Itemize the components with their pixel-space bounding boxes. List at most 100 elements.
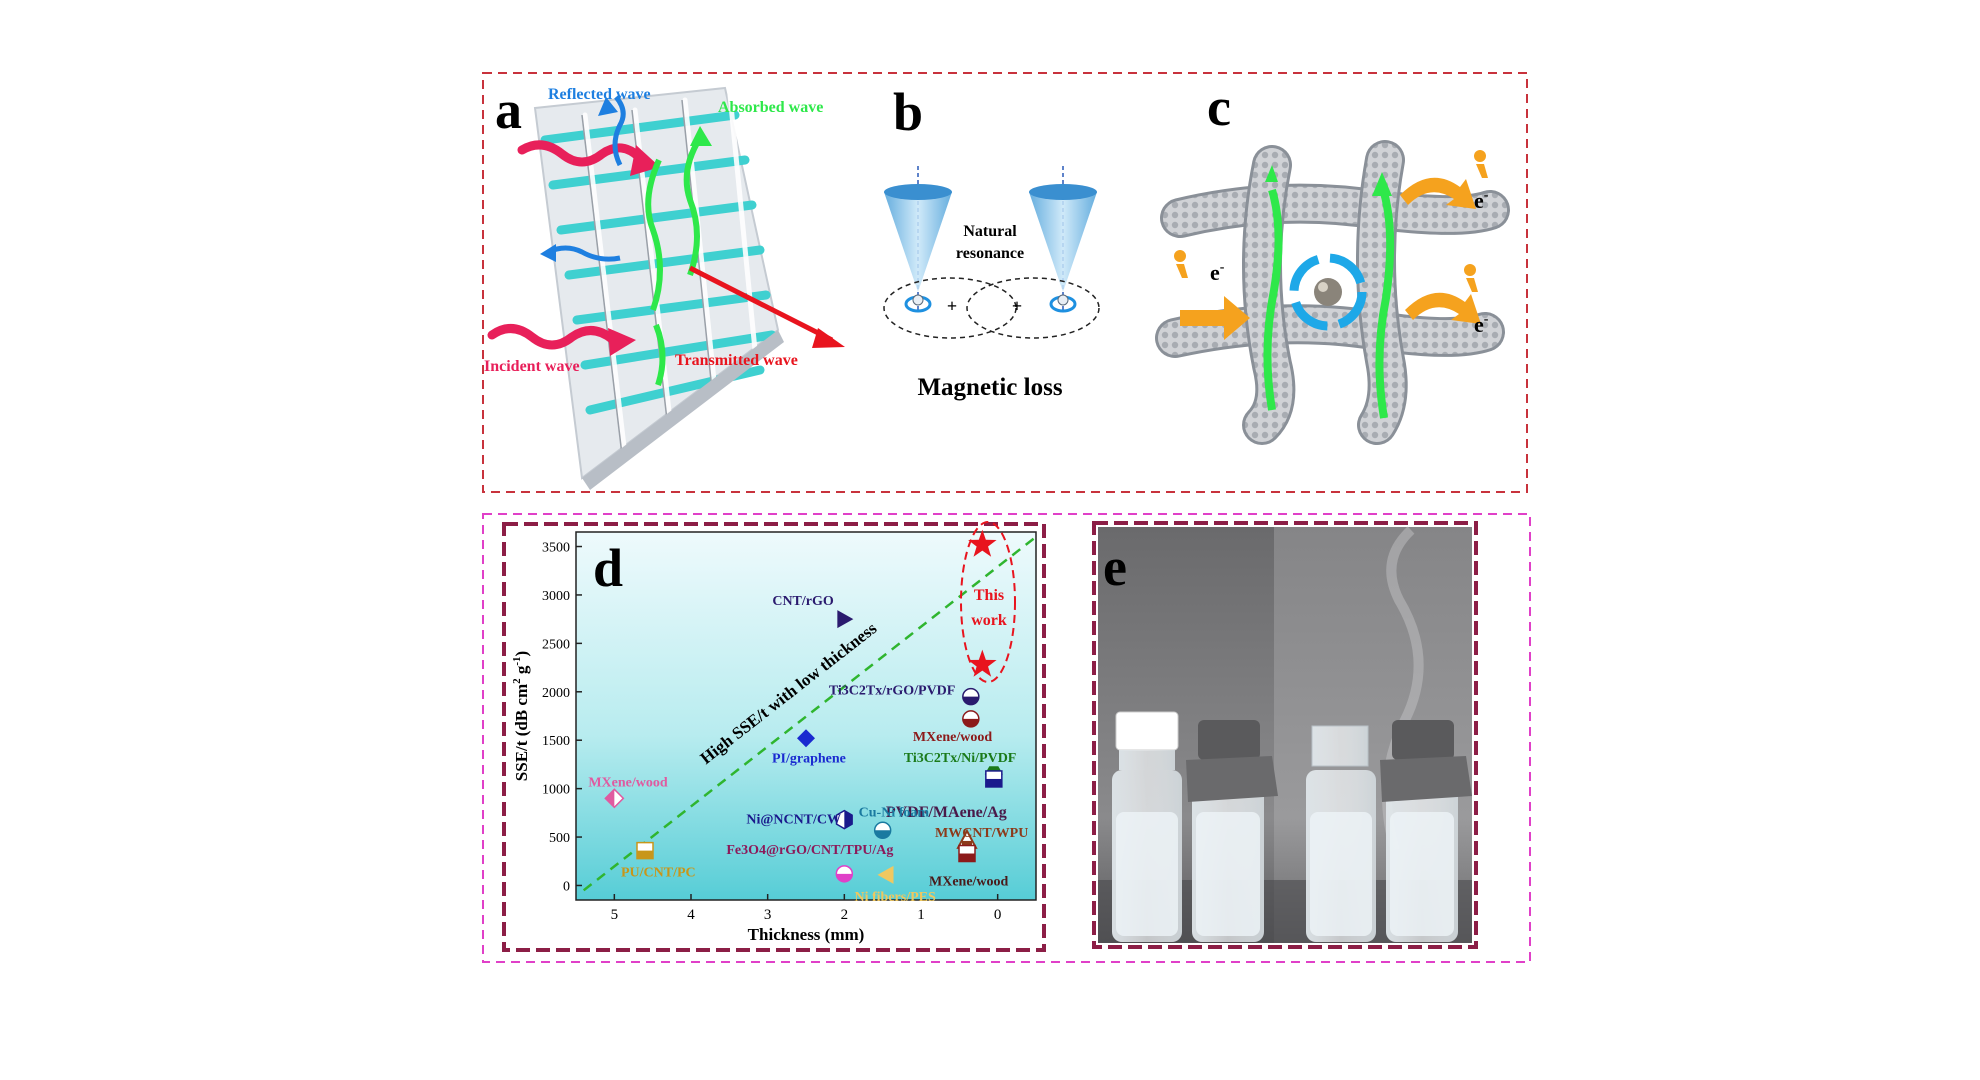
transmitted-wave-label: Transmitted wave — [675, 352, 798, 369]
data-point — [877, 865, 894, 884]
data-point — [835, 809, 853, 830]
current-arrow-left-head — [1265, 165, 1278, 182]
running-person-icons — [1174, 150, 1488, 292]
x-axis-label: Thickness (mm) — [748, 925, 865, 944]
x-tick-label: 3 — [764, 907, 772, 923]
vial-3-uncapped — [1306, 725, 1376, 942]
current-arrow-right-head — [1372, 172, 1392, 196]
panel-b: b + + Natural resonance Magnetic loss — [883, 82, 1100, 401]
x-tick-label: 2 — [841, 907, 849, 923]
reflected-wave-lower-arrow — [546, 245, 621, 262]
data-point — [985, 770, 1003, 788]
data-point-label: Ni fibers/PES — [855, 890, 936, 905]
incident-wave-lower-arrow — [487, 324, 617, 350]
data-point-label: MXene/wood — [588, 775, 668, 790]
absorbed-wave-arrow-2 — [683, 136, 703, 276]
y-axis-label: SSE/t (dB cm2 g-1) — [511, 651, 531, 781]
data-point-label: CNT/rGO — [772, 594, 834, 609]
top-panel-frame — [482, 72, 1528, 493]
panel-e-letter: e — [1103, 537, 1127, 597]
data-point-label: Fe3O4@rGO/CNT/TPU/Ag — [726, 843, 893, 858]
data-point — [797, 729, 815, 748]
reflected-wave-label: Reflected wave — [548, 86, 651, 103]
x-tick-label: 4 — [687, 907, 695, 923]
absorbed-wave-arrow-3 — [653, 323, 666, 386]
electron-hop-arrows — [1180, 177, 1481, 340]
absorbed-wave-label: Absorbed wave — [718, 99, 823, 116]
this-work-highlight-ellipse — [960, 521, 1016, 683]
incident-wave-upper-arrow — [517, 140, 645, 167]
data-point — [636, 841, 654, 860]
data-point-label: MXene/wood — [929, 875, 1009, 890]
data-point — [958, 844, 976, 863]
y-tick-label: 2000 — [542, 686, 570, 701]
panel-c-letter: c — [1207, 77, 1231, 137]
panel-d-frame — [502, 522, 1046, 952]
this-work-label-line1: This — [974, 587, 1004, 604]
panel-b-letter: b — [893, 82, 923, 142]
incident-wave-lower-head — [608, 328, 636, 356]
reflected-wave-lower-head — [540, 244, 556, 262]
data-point — [837, 610, 854, 629]
panel-c: c e- e- e — [1155, 77, 1510, 445]
precession-cone-left — [884, 166, 952, 313]
y-tick-label: 1000 — [542, 783, 570, 798]
electron-label-bottom-right: e- — [1474, 312, 1489, 337]
magnetic-particle-icon — [1289, 253, 1367, 331]
x-tick-label: 5 — [611, 907, 619, 923]
vial-2-fabric-covered — [1186, 720, 1278, 942]
vial-4-fabric-covered — [1380, 720, 1472, 942]
x-tick-label: 0 — [994, 907, 1002, 923]
vial-1-capped — [1112, 711, 1182, 942]
electron-label-top-right: e- — [1474, 188, 1489, 213]
panel-a-letter: a — [495, 80, 522, 140]
panel-d-letter: d — [593, 538, 623, 598]
natural-resonance-label-line2: resonance — [956, 245, 1024, 262]
x-tick-label: 1 — [917, 907, 925, 923]
reflected-wave-head — [598, 97, 618, 116]
data-point — [604, 788, 625, 809]
reflected-wave-arrow — [612, 95, 626, 167]
absorbed-wave-arrow-1 — [645, 158, 663, 311]
data-point-label: Ni@NCNT/CW — [746, 813, 841, 828]
current-arrow-right — [1375, 184, 1395, 419]
domain-ring-right — [966, 277, 1100, 339]
y-tick-label: 2500 — [542, 637, 570, 652]
data-point-label: Ti3C2Tx/Ni/PVDF — [904, 751, 1017, 766]
plot-area — [575, 531, 1037, 901]
chart-points — [604, 529, 1003, 884]
current-arrow-left — [1263, 188, 1283, 411]
data-point — [968, 649, 997, 677]
data-point — [835, 865, 854, 883]
bottom-panel-frame — [482, 513, 1531, 963]
this-work-label-line2: work — [971, 612, 1007, 629]
data-point — [962, 710, 980, 728]
data-point-label: PI/graphene — [772, 751, 846, 766]
transmitted-wave-arrow — [688, 265, 834, 343]
data-point-label: MWCNT/WPU — [935, 826, 1028, 841]
magnetic-loss-caption: Magnetic loss — [917, 374, 1062, 401]
precession-cone-right — [1029, 166, 1097, 313]
panel-e-frame — [1092, 521, 1478, 949]
natural-resonance-label-line1: Natural — [963, 223, 1017, 240]
data-point — [873, 821, 892, 840]
data-point-label: Ti3C2Tx/rGO/PVDF — [829, 684, 956, 699]
chart-point-labels: CNT/rGOTi3C2Tx/rGO/PVDFMXene/woodTi3C2Tx… — [588, 594, 1028, 905]
vial-photo — [1098, 526, 1472, 943]
incident-wave-label: Incident wave — [484, 358, 580, 375]
data-point — [968, 529, 997, 557]
plus-sign-right: + — [1012, 296, 1022, 316]
data-point-label: MXene/wood — [913, 730, 993, 745]
electron-label-left: e- — [1210, 260, 1225, 285]
y-tick-label: 3000 — [542, 589, 570, 604]
y-tick-label: 3500 — [542, 541, 570, 556]
data-point-label: PVDF/MAene/Ag — [886, 804, 1007, 821]
plus-sign-left: + — [947, 296, 957, 316]
y-tick-label: 1500 — [542, 734, 570, 749]
y-tick-label: 500 — [549, 831, 570, 846]
data-point — [962, 687, 980, 706]
transmitted-wave-head — [812, 328, 845, 348]
